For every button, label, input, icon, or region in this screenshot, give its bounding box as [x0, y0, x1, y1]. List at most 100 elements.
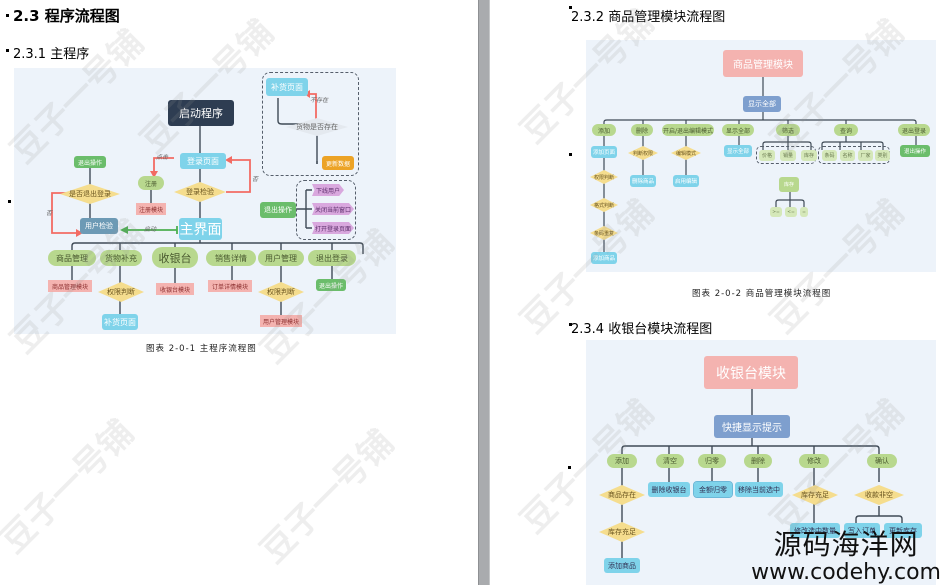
goods-section-title: 2.3.2 商品管理模块流程图: [571, 10, 726, 25]
cashier-branch-clear: 清空: [656, 454, 684, 468]
goods-flowchart[interactable]: 商品管理模块 显示全部 添加 删除 开启/退出编辑模式 显示全部 筛选 查询 退…: [586, 40, 936, 272]
goods-exist-diamond: 货物是否存在: [286, 118, 348, 136]
cashier-add-goods: 添加商品: [604, 558, 640, 573]
permission-diamond: 权限判断: [258, 282, 304, 302]
goods-branch-delete: 删除: [631, 124, 653, 136]
brand-name: 源码海洋网: [773, 528, 919, 561]
add-permission-diamond: 权限判断: [590, 170, 618, 184]
format-check-label: 格式判断: [593, 202, 614, 209]
branch-sales-detail: 销售详情: [206, 250, 256, 266]
register-module-node: 注册模块: [136, 203, 166, 215]
goods-mgmt-module-node: 商品管理模块: [48, 280, 92, 292]
logout-item: 打开登录页面: [312, 222, 354, 234]
edit-mode-diamond: 编辑模式: [671, 146, 701, 160]
restock-page-node: 补货页面: [266, 78, 308, 96]
edge-label-click: 点击: [156, 154, 169, 161]
user-mgmt-module-node: 用户管理模块: [260, 315, 302, 327]
cashier-module-node: 收银台模块: [156, 283, 194, 295]
modify-qty-node: 修改选中数量: [790, 523, 840, 538]
cashier-branch-modify: 修改: [799, 454, 829, 468]
stock-op-lte: <=: [785, 207, 797, 217]
branch-goods-mgmt: 商品管理: [48, 250, 96, 266]
site-brand: 源码海洋网 www.codehy.com: [751, 529, 941, 585]
stock-enough-label: 库存充足: [608, 528, 636, 536]
main-flowchart[interactable]: 启动程序 登录页面 登录检验 注册 注册模块 主界面 用户检验 是否退出登录 退…: [14, 68, 396, 334]
exit-confirm-label: 是否退出登录: [69, 190, 111, 198]
brand-url[interactable]: www.codehy.com: [751, 560, 941, 585]
delete-goods-node: 删除商品: [630, 175, 656, 187]
stock-op-gte: >=: [770, 207, 782, 217]
cashier-section-title: 2.3.4 收银台模块流程图: [571, 322, 713, 337]
stock-enough-diamond: 库存充足: [599, 522, 645, 542]
cashier-branch-add: 添加: [607, 454, 637, 468]
cashier-connectors: [621, 389, 903, 565]
add-page-node: 添加页面: [591, 146, 617, 158]
barcode-dup-label: 条码重复: [593, 230, 614, 237]
register-node: 注册: [138, 176, 164, 190]
goods-exist-diamond: 商品存在: [599, 485, 645, 505]
stock-op-eq: =: [800, 207, 808, 217]
login-check-label: 登录检验: [186, 188, 214, 196]
goods-branch-add: 添加: [592, 124, 616, 136]
right-page: 2.3.2 商品管理模块流程图 商品管理模块 显示全: [490, 0, 947, 585]
paragraph-mark: [569, 153, 572, 156]
edit-mode-label: 编辑模式: [675, 150, 696, 157]
add-permission-label: 权限判断: [593, 174, 614, 181]
payment-nonempty-diamond: 收款非空: [854, 485, 904, 505]
logout-item: 关闭当前窗口: [312, 203, 354, 215]
shortcut-node: 快捷显示提示: [714, 415, 790, 438]
goods-logout-op: 退出操作: [900, 145, 930, 157]
goods-exist-label: 货物是否存在: [296, 123, 338, 131]
modify-stock-diamond: 库存充足: [792, 485, 838, 505]
exit-confirm-diamond: 是否退出登录: [60, 184, 120, 204]
delete-permission-label: 判断权限: [632, 150, 653, 157]
modify-stock-label: 库存充足: [801, 491, 829, 499]
add-goods-node: 添加商品: [591, 252, 617, 264]
goods-branch-query: 查询: [834, 124, 858, 136]
goods-branch-show-all: 显示全部: [722, 124, 754, 136]
permission-label: 权限判断: [107, 288, 135, 296]
logout-group: [296, 180, 356, 240]
logout-item: 下线用户: [312, 184, 344, 196]
section-title: 2.3 程序流程图: [13, 7, 120, 25]
enable-edit-node: 启用编辑: [673, 175, 699, 187]
login-check-diamond: 登录检验: [174, 182, 226, 202]
page-gutter: [478, 0, 490, 585]
goods-exist-label: 商品存在: [608, 491, 636, 499]
zero-amount-node: 金额归零: [693, 481, 733, 498]
login-page-node: 登录页面: [180, 153, 226, 169]
watermark: 豆子一号铺: [253, 422, 402, 572]
cashier-flowchart[interactable]: 收银台模块 快捷显示提示 添加 清空 归零 删除 修改 确认 商品存在 库存充足…: [586, 340, 936, 585]
query-barcode: 条码: [822, 150, 837, 161]
start-node: 启动程序: [168, 100, 234, 126]
cashier-branch-delete: 删除: [744, 454, 772, 468]
show-all-child-node: 显示全部: [724, 145, 752, 157]
main-ui-node: 主界面: [179, 218, 222, 240]
clear-cashier-node: 删除收银台: [648, 482, 690, 497]
subsection-title: 2.3.1 主程序: [13, 47, 90, 62]
cashier-root-node: 收银台模块: [704, 356, 798, 389]
barcode-dup-diamond: 条码重复: [590, 226, 618, 240]
payment-nonempty-label: 收款非空: [865, 491, 893, 499]
branch-logout: 退出登录: [308, 250, 356, 266]
stock-node: 库存: [779, 177, 799, 192]
paragraph-mark: [6, 49, 9, 52]
branch-cashier: 收银台: [152, 247, 198, 268]
figure-caption: 图表 2-0-1 主程序流程图: [146, 344, 257, 354]
edge-label-no-2: 否: [46, 210, 53, 217]
edge-label-start: 启动: [144, 226, 157, 233]
paragraph-mark: [569, 6, 572, 9]
order-detail-module-node: 订单详情模块: [208, 280, 252, 292]
query-maker: 厂家: [858, 150, 873, 161]
restock-group: [262, 72, 359, 176]
goods-show-all-node: 显示全部: [743, 96, 781, 112]
edge-label-not-exist: 不存在: [310, 97, 329, 104]
goods-branch-filter: 筛选: [776, 124, 800, 136]
goods-branch-logout: 退出登录: [898, 124, 930, 136]
filter-stock: 库存: [801, 150, 817, 161]
query-name: 名称: [840, 150, 855, 161]
user-check-node: 用户检验: [80, 218, 118, 234]
format-check-diamond: 格式判断: [590, 198, 618, 212]
left-page: 2.3 程序流程图 2.3.1 主程序: [0, 7, 402, 572]
watermark: 豆子一号铺: [0, 412, 142, 562]
